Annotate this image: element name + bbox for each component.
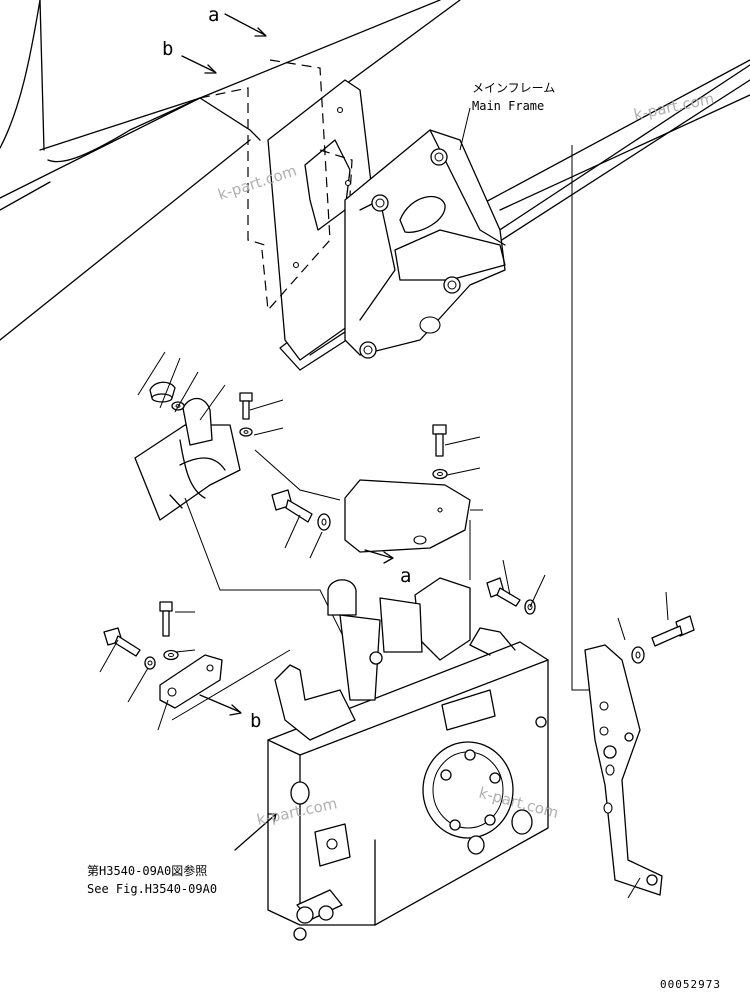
tank-top-brackets	[274, 577, 471, 741]
washer	[317, 513, 331, 531]
bolt	[159, 601, 173, 637]
see-figure-label-en: See Fig.H3540-09A0	[87, 882, 217, 896]
mounting-plate	[344, 479, 471, 553]
bolt	[239, 392, 253, 420]
washer	[163, 649, 179, 661]
tank-ports	[290, 689, 547, 867]
bolt	[486, 577, 521, 607]
clip-bracket	[134, 397, 241, 521]
washer	[239, 427, 253, 437]
ref-label-a-bottom: a	[400, 565, 411, 587]
main-frame-label-en: Main Frame	[472, 99, 544, 113]
wing-nut	[149, 381, 176, 403]
tank-cover	[422, 741, 514, 839]
washer	[432, 468, 448, 480]
main-frame-label-jp: メインフレーム	[472, 81, 555, 95]
washer	[631, 646, 645, 664]
support-bracket	[584, 644, 663, 896]
bolt	[432, 424, 447, 457]
washer	[144, 656, 156, 670]
drawing-number: 00052973	[660, 978, 721, 991]
bolt	[271, 489, 313, 523]
watermark: k-part.com	[632, 89, 716, 124]
ref-label-a-top: a	[208, 4, 219, 26]
reference-arrows	[181, 13, 471, 851]
see-figure-label-jp: 第H3540-09A0図参照	[87, 863, 207, 878]
ref-label-b-bottom: b	[250, 710, 261, 732]
callout-leaders	[99, 351, 669, 899]
hydraulic-tank	[267, 577, 549, 941]
small-block	[159, 654, 223, 709]
bolt	[651, 615, 695, 647]
phantom-outlines	[199, 59, 353, 312]
frame-mounting-bracket	[267, 79, 506, 361]
drain-valve	[293, 889, 343, 941]
bolt	[103, 627, 141, 657]
ref-label-b-top: b	[162, 38, 173, 60]
filler-cap	[327, 579, 423, 701]
tank-side-bracket	[469, 627, 516, 656]
frame-bracket-bolts	[359, 148, 461, 359]
